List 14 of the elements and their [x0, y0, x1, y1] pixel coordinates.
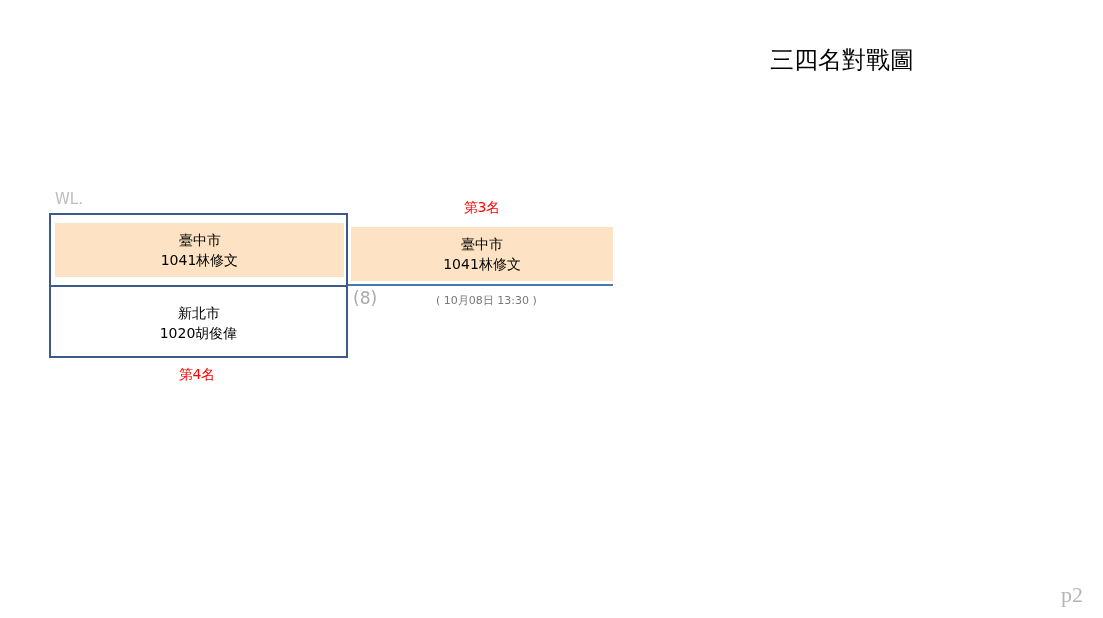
diagram-title: 三四名對戰圖: [770, 45, 914, 76]
player-name: 1020胡俊偉: [159, 323, 238, 343]
player-slot: [55, 223, 344, 277]
match-number: (8): [353, 288, 378, 308]
city-name: 臺中市: [461, 235, 503, 254]
player-name: 1041林修文: [443, 255, 521, 274]
rank-label: 第4名: [177, 366, 217, 384]
player-name: 1041林修文: [160, 251, 239, 270]
page-number: p2: [1061, 582, 1083, 608]
round-label: WL.: [55, 190, 83, 208]
rank-label: 第3名: [462, 199, 502, 217]
city-name: 新北市: [177, 303, 220, 323]
city-name: 臺中市: [178, 231, 221, 250]
match-box: [49, 213, 348, 358]
